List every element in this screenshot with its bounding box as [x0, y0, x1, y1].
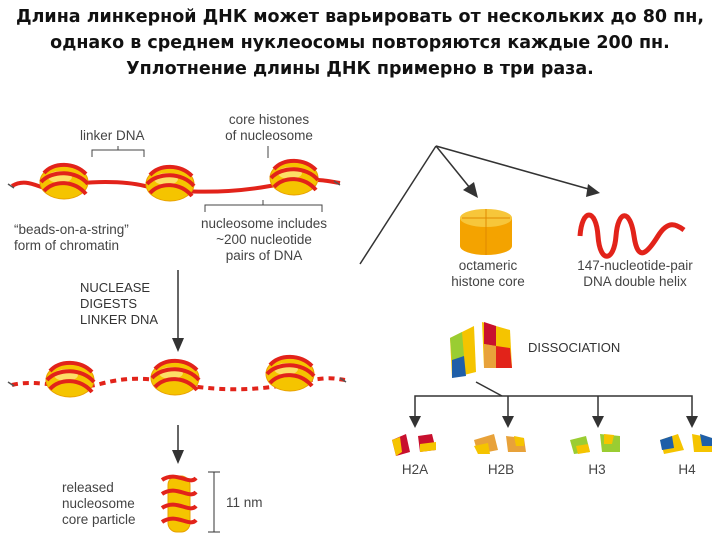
beads-on-string-label: “beads-on-a-string” form of chromatin — [14, 222, 129, 253]
nucleosome-bead — [149, 358, 201, 397]
beads-on-string-chromatin — [7, 158, 341, 203]
title-line-1: Длина линкерной ДНК может варьировать от… — [16, 7, 704, 27]
nucleosome-bracket — [204, 204, 323, 212]
dissociation-label: DISSOCIATION — [528, 340, 621, 355]
distribution-tree — [414, 395, 693, 418]
digested-chromatin — [7, 354, 347, 399]
nucleosome-bead — [144, 164, 196, 203]
dissociating-octamer — [450, 322, 512, 378]
title-line-3: Уплотнение длины ДНК примерно в три раза… — [126, 59, 594, 79]
nucleosome-bead — [268, 158, 320, 197]
released-nucleosome-particle — [160, 474, 198, 533]
linker-dna-label: linker DNA — [80, 128, 145, 143]
dna-double-helix — [577, 212, 686, 259]
h2a-dimer — [392, 434, 436, 456]
histone-label-h2a: H2A — [401, 462, 429, 477]
nucleosome-bead — [264, 354, 316, 393]
title-line-2: однако в среднем нуклеосомы повторяются … — [50, 33, 670, 53]
h3-dimer — [570, 434, 620, 454]
core-histones-label: core histones of nucleosome — [225, 112, 313, 143]
nuclease-step-label: NUCLEASE DIGESTS LINKER DNA — [80, 280, 159, 327]
nucleosome-bead — [44, 360, 96, 399]
linker-dna-bracket — [91, 149, 145, 157]
histone-label-h4: H4 — [678, 462, 696, 477]
histone-label-h2b: H2B — [487, 462, 515, 477]
h2b-dimer — [474, 434, 526, 454]
octameric-histone-core — [460, 209, 512, 255]
octameric-core-label: octameric histone core — [451, 258, 525, 289]
size-label: 11 nm — [226, 495, 263, 510]
histone-label-h3: H3 — [588, 462, 606, 477]
dna-helix-label: 147-nucleotide-pair DNA double helix — [577, 258, 693, 289]
nucleosome-bead — [38, 162, 90, 201]
dissociation-arrow — [359, 145, 437, 265]
released-particle-label: released nucleosome core particle — [62, 480, 136, 527]
nucleosome-includes-label: nucleosome includes ~200 nucleotide pair… — [200, 216, 328, 263]
slide-title: Длина линкерной ДНК может варьировать от… — [0, 4, 720, 82]
h4-dimer — [660, 434, 712, 454]
